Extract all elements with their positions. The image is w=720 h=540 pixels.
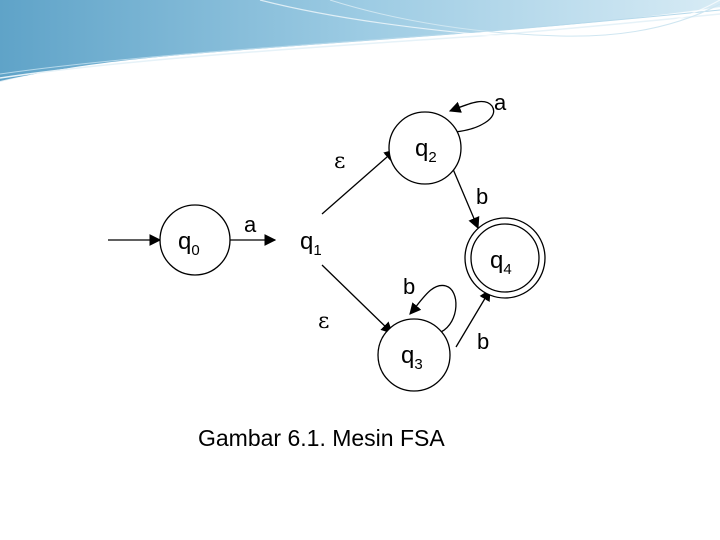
state-q2: q2 — [388, 111, 462, 185]
edge-q2-q2 — [448, 100, 495, 133]
label-q2-q4: b — [476, 184, 488, 209]
header-decoration — [0, 0, 720, 83]
state-q4-accepting: q4 — [464, 217, 546, 299]
label-q1-q2: ε — [334, 149, 345, 174]
figure-caption: Gambar 6.1. Mesin FSA — [198, 425, 445, 451]
edge-q3-q3 — [409, 284, 457, 333]
label-q2-q2: a — [494, 90, 507, 115]
state-q1: q1 — [300, 228, 322, 259]
label-q0-q1: a — [244, 212, 257, 237]
state-q3: q3 — [377, 318, 451, 392]
svg-text:q0: q0 — [178, 228, 200, 259]
edge-q1-q3 — [321, 264, 393, 334]
svg-text:q2: q2 — [415, 135, 437, 166]
edge-q3-q4 — [455, 288, 491, 348]
edge-q2-q4 — [449, 161, 480, 230]
label-q3-q4: b — [477, 329, 489, 354]
state-q0: q0 — [159, 204, 231, 276]
label-q3-q3: b — [403, 274, 415, 299]
svg-text:q3: q3 — [401, 342, 423, 373]
svg-text:q4: q4 — [490, 247, 512, 278]
label-q1-q3: ε — [318, 309, 329, 334]
edge-q1-q2 — [321, 149, 396, 215]
transitions — [108, 100, 495, 348]
svg-text:q1: q1 — [300, 228, 322, 259]
